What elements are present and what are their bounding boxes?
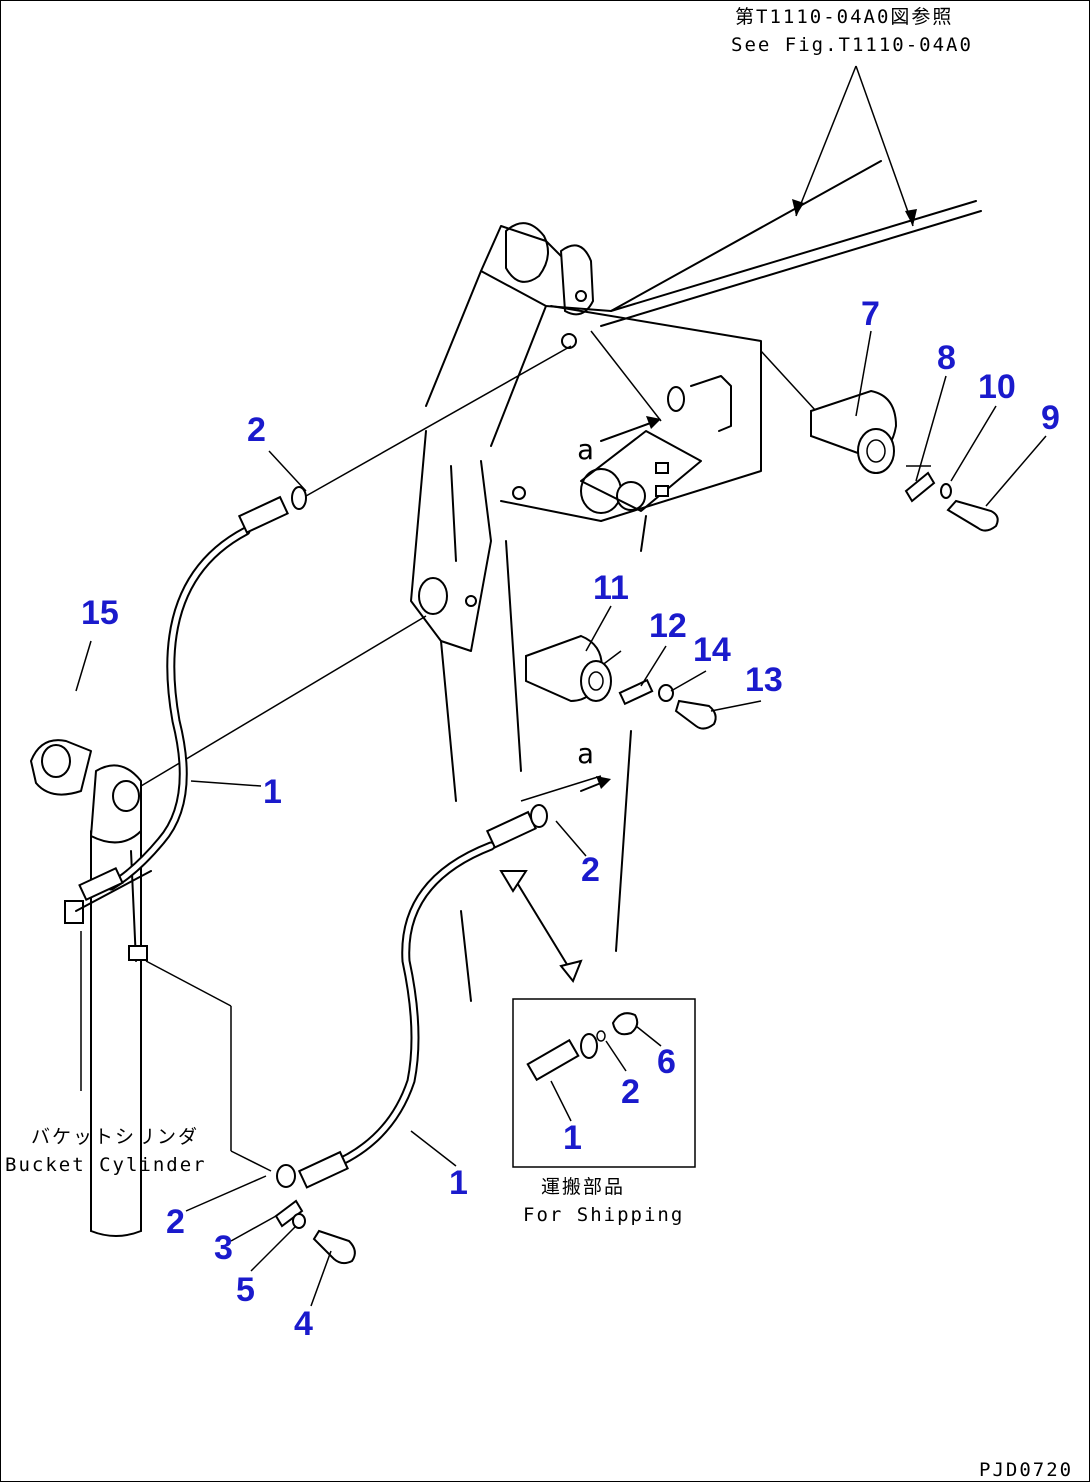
callout-2-upper: 2 (247, 411, 266, 449)
figure-code: PJD0720 (979, 1459, 1073, 1481)
bucket-cylinder-label-jp: バケットシリンダ (31, 1126, 199, 1148)
callout-1-upper: 1 (263, 773, 282, 811)
callout-9: 9 (1041, 399, 1060, 437)
bolt-13 (674, 699, 717, 730)
callout-2-mid: 2 (581, 851, 600, 889)
callout-12: 12 (649, 607, 687, 645)
hose-upper (78, 486, 307, 902)
plate-8 (904, 471, 936, 503)
washer-5 (292, 1213, 306, 1229)
shipping-label-jp: 運搬部品 (541, 1176, 625, 1198)
callout-10: 10 (978, 368, 1016, 406)
plate-12 (618, 678, 654, 706)
callout-2-shipping: 2 (621, 1073, 640, 1111)
callout-14: 14 (693, 631, 731, 669)
callout-15: 15 (81, 594, 119, 632)
shipping-parts-box (512, 998, 696, 1168)
plate-3 (274, 1199, 304, 1228)
boom-structure (410, 160, 982, 1002)
callout-5: 5 (236, 1271, 255, 1309)
callout-7: 7 (861, 295, 880, 333)
callout-4: 4 (294, 1305, 313, 1343)
callout-13: 13 (745, 661, 783, 699)
shipping-label-en: For Shipping (523, 1204, 684, 1226)
callout-6: 6 (657, 1043, 676, 1081)
annotations: 第T1110-04A0図参照 See Fig.T1110-04A0 バケットシリ… (5, 6, 1073, 1481)
callout-1-lower: 1 (449, 1164, 468, 1202)
callouts: 2 15 1 1 2 7 8 10 9 11 12 14 13 2 3 5 4 … (75, 295, 1060, 1343)
bucket-cylinder-label-en: Bucket Cylinder (5, 1154, 207, 1176)
callout-11: 11 (593, 569, 629, 607)
view-mark-a-lower: a (577, 737, 596, 770)
reference-note-en: See Fig.T1110-04A0 (731, 34, 973, 56)
bolt-9 (946, 499, 999, 532)
washer-14 (658, 684, 674, 702)
reference-note-jp: 第T1110-04A0図参照 (735, 6, 953, 28)
callout-1-shipping: 1 (563, 1119, 582, 1157)
callout-3: 3 (214, 1229, 233, 1267)
callout-2-lower: 2 (166, 1203, 185, 1241)
washer-10 (940, 483, 952, 499)
pin-7 (810, 389, 898, 474)
bolt-4 (312, 1229, 356, 1265)
hose-lower (276, 804, 548, 1189)
callout-8: 8 (937, 339, 956, 377)
leader-lines (140, 65, 931, 1172)
pin-11 (525, 634, 612, 703)
view-mark-a-upper: a (577, 433, 596, 466)
